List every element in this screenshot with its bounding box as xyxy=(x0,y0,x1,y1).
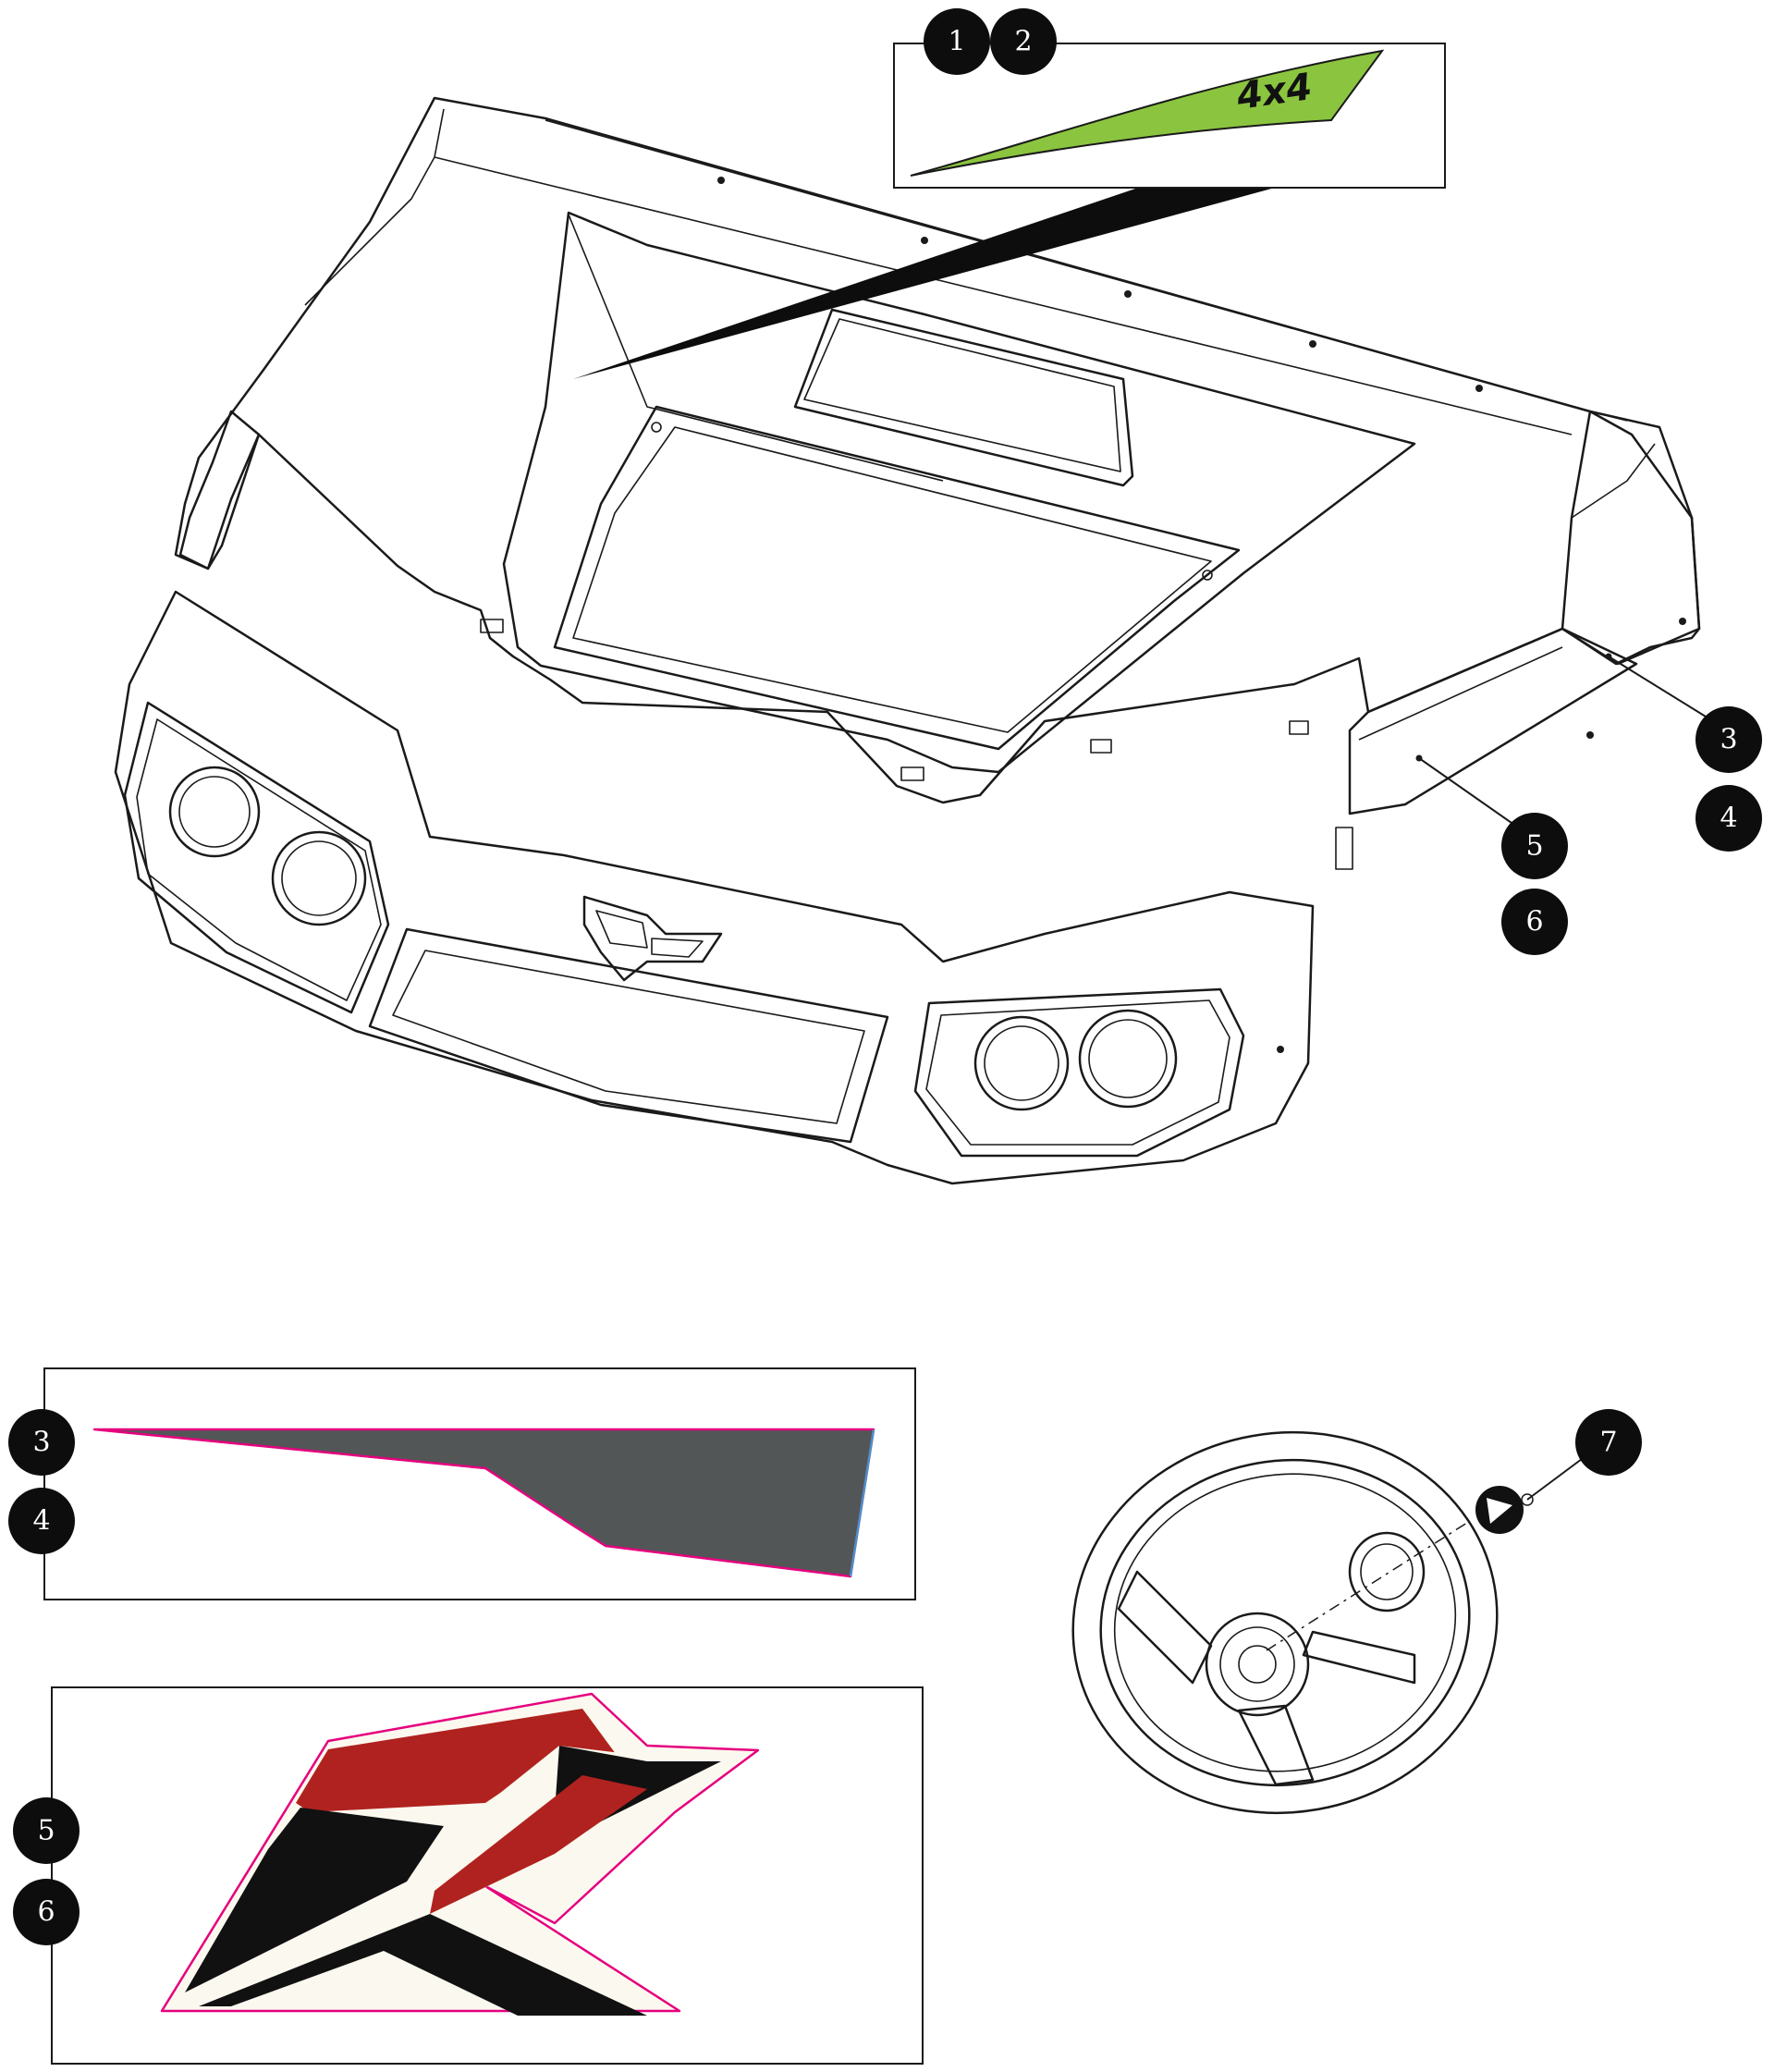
callout-2: 2 xyxy=(990,8,1057,75)
svg-text:7: 7 xyxy=(1599,1427,1617,1459)
callout-4-decal: 4 xyxy=(8,1488,75,1554)
leader-line-3-4 xyxy=(1608,656,1707,717)
steering-wheel-illustration xyxy=(1071,1430,1534,1815)
leader-pointer-decal-1-2 xyxy=(573,185,1285,379)
four-by-four-decal xyxy=(910,49,1385,177)
r-logo-decal xyxy=(160,1692,760,2016)
leader-line-5-6 xyxy=(1418,757,1512,824)
svg-text:1: 1 xyxy=(948,26,965,58)
svg-text:3: 3 xyxy=(32,1427,50,1459)
svg-text:2: 2 xyxy=(1014,26,1032,58)
svg-text:5: 5 xyxy=(1525,830,1543,863)
svg-text:5: 5 xyxy=(37,1815,55,1847)
svg-text:4: 4 xyxy=(32,1505,50,1538)
callout-6-decal: 6 xyxy=(13,1879,80,1945)
four-by-four-decal-text: 4x4 xyxy=(1233,66,1315,118)
callout-3-decal: 3 xyxy=(8,1409,75,1476)
callout-4-hood: 4 xyxy=(1695,785,1762,852)
svg-text:4: 4 xyxy=(1720,803,1737,835)
callout-1: 1 xyxy=(924,8,990,75)
svg-text:6: 6 xyxy=(37,1896,55,1929)
callout-7: 7 xyxy=(1575,1409,1642,1476)
front-bumper-illustration xyxy=(114,590,1315,1185)
callout-3-hood: 3 xyxy=(1695,706,1762,773)
callout-5-hood: 5 xyxy=(1501,813,1568,879)
callout-6-hood: 6 xyxy=(1501,889,1568,955)
leader-line-7 xyxy=(1526,1455,1586,1501)
hood-dash-illustration xyxy=(174,96,1701,870)
callout-5-decal: 5 xyxy=(13,1797,80,1864)
svg-text:6: 6 xyxy=(1525,906,1543,938)
svg-text:3: 3 xyxy=(1720,724,1737,756)
